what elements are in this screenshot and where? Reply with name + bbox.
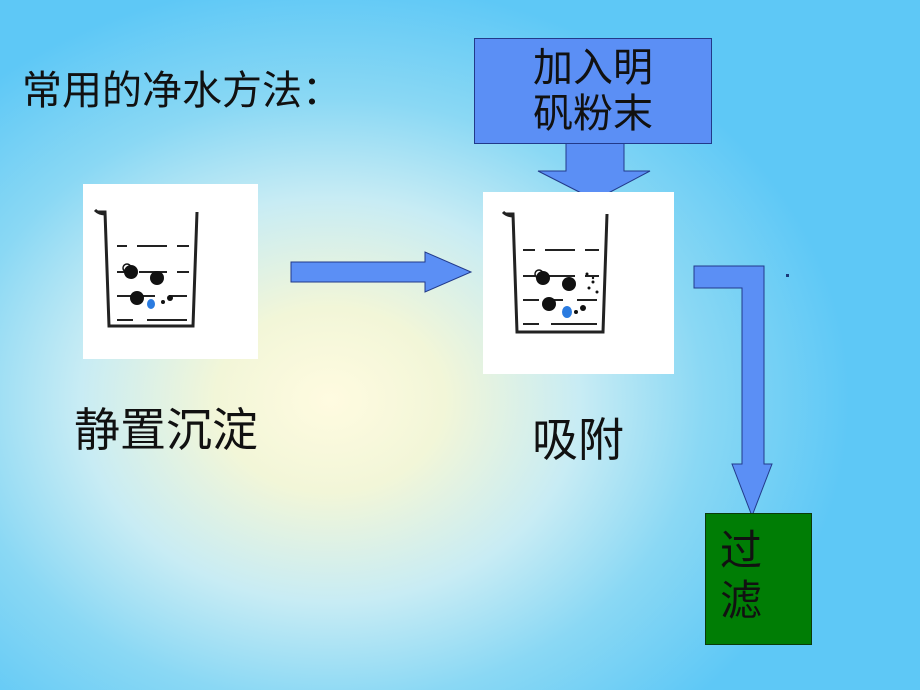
- small-dot-mark: [786, 274, 789, 277]
- settle-label: 静置沉淀: [74, 403, 258, 457]
- settling-beaker-image: [83, 184, 258, 359]
- process-arrow-right: [290, 251, 473, 293]
- callout-down-arrow: [537, 143, 651, 201]
- filter-line-2: 滤: [720, 576, 763, 625]
- filter-line-1: 过: [720, 526, 763, 575]
- callout-line-1: 加入明: [533, 45, 653, 91]
- adsorb-label: 吸附: [532, 413, 624, 467]
- adsorption-beaker-image: [483, 192, 674, 374]
- add-alum-powder-box: 加入明 矾粉末: [474, 38, 712, 144]
- beaker-icon: [93, 208, 199, 328]
- callout-line-2: 矾粉末: [533, 91, 653, 137]
- beaker-icon: [501, 210, 609, 334]
- slide-title: 常用的净水方法：: [22, 68, 342, 114]
- process-arrow-down: [693, 265, 773, 518]
- filter-box: 过 滤: [705, 513, 812, 645]
